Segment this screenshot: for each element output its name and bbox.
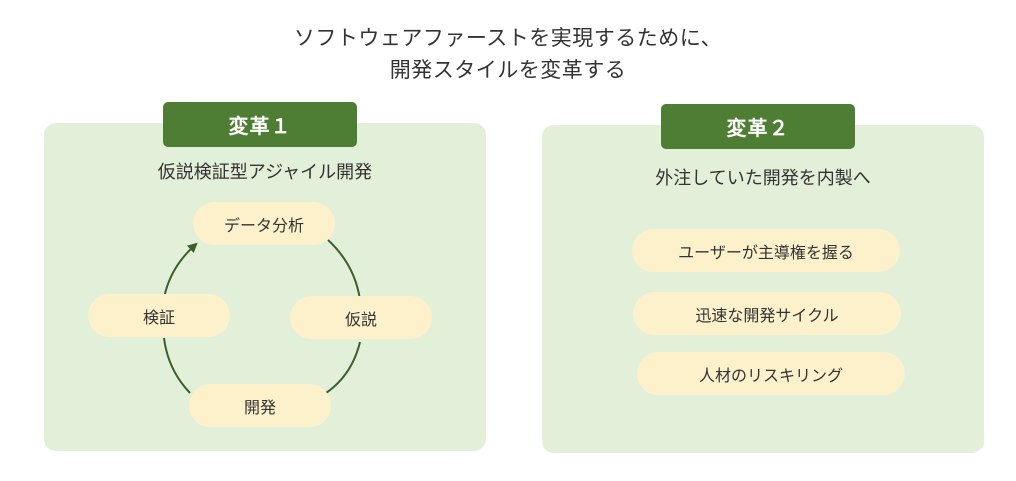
reform1-label: 変革１ [163,102,357,147]
cycle-arc-left-top [163,242,198,299]
reform2-item: ユーザーが主導権を握る [632,229,900,272]
reform2-subtitle: 外注していた開発を内製へ [655,168,871,189]
cycle-node-hypothesis: 仮説 [290,296,432,339]
reform2-label: 変革２ [661,104,855,149]
cycle-node-development: 開発 [189,384,331,427]
main-title: ソフトウェアファーストを実現するために、 開発スタイルを変革する [0,22,1016,86]
cycle-node-data-analysis: データ分析 [193,202,335,245]
cycle-arc-right-bottom [325,341,361,394]
main-title-line1: ソフトウェアファーストを実現するために、 [293,26,723,50]
reform2-item: 迅速な開発サイクル [633,292,901,335]
cycle-arc-bottom-left [163,337,191,394]
reform1-subtitle: 仮説検証型アジャイル開発 [157,162,373,183]
cycle-node-verification: 検証 [88,294,230,337]
reform2-item: 人材のリスキリング [637,352,905,395]
cycle-arc-top-right [327,239,361,301]
reform2-panel [542,125,984,453]
main-title-line2: 開発スタイルを変革する [389,58,627,82]
